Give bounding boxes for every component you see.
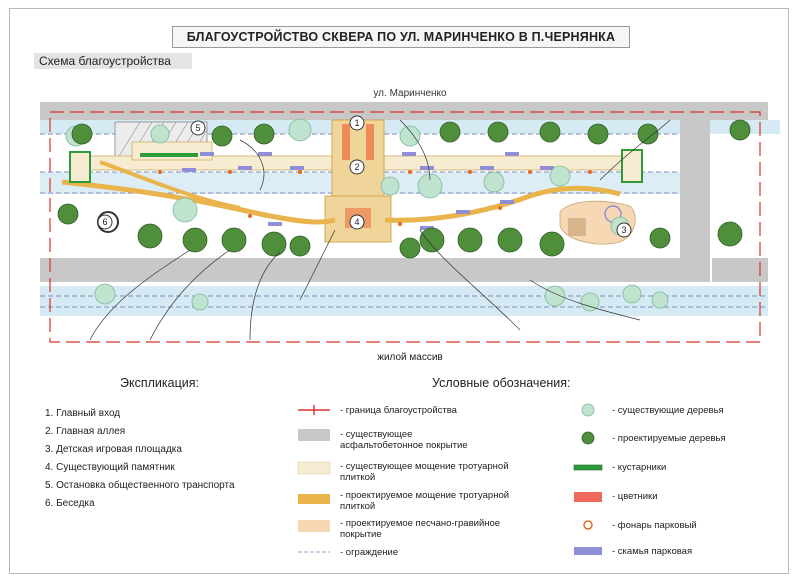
marker-6: 6: [102, 217, 107, 227]
explication-item: 1. Главный вход: [45, 408, 121, 419]
marker-5: 5: [195, 123, 200, 133]
sheet-title-text: БЛАГОУСТРОЙСТВО СКВЕРА ПО УЛ. МАРИНЧЕНКО…: [186, 30, 616, 44]
bus-stop-tile: [131, 141, 213, 161]
benches: [182, 152, 554, 230]
explication-item: 5. Остановка общественного транспорта: [45, 480, 235, 491]
playground-sandbox: [568, 218, 586, 236]
road-asphalt-top: [40, 102, 768, 120]
explication-item: 6. Беседка: [45, 498, 95, 509]
plan-markers: [97, 115, 632, 238]
green-strip-3: [40, 286, 768, 316]
legend-heading: Условные обозначения:: [432, 376, 571, 390]
road-asphalt-bottom: [40, 258, 680, 282]
legend-text-shrubs: - кустарники: [612, 462, 667, 473]
legend-text-bench: - скамья парковая: [612, 546, 693, 557]
marker-2: 2: [354, 162, 359, 172]
residential-label: жилой массив: [377, 352, 442, 363]
lamps: [158, 170, 592, 226]
shadow-lines: [89, 119, 671, 341]
scheme-label: Схема благоустройства: [34, 53, 192, 69]
marker-4: 4: [354, 217, 359, 227]
sheet-frame: [9, 8, 789, 574]
legend-text-boundary: - граница благоустройства: [340, 405, 457, 416]
marker-3: 3: [621, 225, 626, 235]
explication-heading: Экспликация:: [120, 376, 199, 390]
flowerbed-right: [366, 124, 374, 160]
legend-text-tile-projected: - проектируемое мощение тротуарной плитк…: [340, 490, 510, 512]
marker-1: 1: [354, 118, 359, 128]
legend-text-tree-existing: - существующие деревья: [612, 405, 724, 416]
road-asphalt-side: [680, 120, 710, 282]
curved-alley-branch: [99, 160, 241, 210]
boundary-line: [49, 111, 761, 343]
explication-item: 2. Главная аллея: [45, 426, 126, 437]
explication-item: 4. Существующий памятник: [45, 462, 175, 473]
legend-text-fence: - ограждение: [340, 547, 399, 558]
legend-text-tile-existing: - существующее мощение тротуарной плитко…: [340, 461, 509, 483]
sheet-title: БЛАГОУСТРОЙСТВО СКВЕРА ПО УЛ. МАРИНЧЕНКО…: [172, 26, 630, 48]
street-label: ул. Маринченко: [373, 88, 447, 99]
legend-text-sand-gravel: - проектируемое песчано-гравийное покрыт…: [340, 518, 501, 540]
shrub-box-left: [69, 151, 91, 183]
projected-trees: [57, 119, 751, 259]
legend-text-tree-projected: - проектируемые деревья: [612, 433, 726, 444]
curved-alley-right: [384, 185, 621, 223]
shrub-row-bus-stop: [140, 153, 198, 157]
explication-item: 3. Детская игровая площадка: [45, 444, 182, 455]
legend-text-asphalt: - существующее асфальтобетонное покрытие: [340, 429, 468, 451]
legend-text-flowerbeds: - цветники: [612, 491, 658, 502]
legend-text-lamp: - фонарь парковый: [612, 520, 697, 531]
flowerbed-left: [342, 124, 350, 160]
road-asphalt-bottom-right: [712, 258, 768, 282]
shrub-box-right: [621, 149, 643, 183]
